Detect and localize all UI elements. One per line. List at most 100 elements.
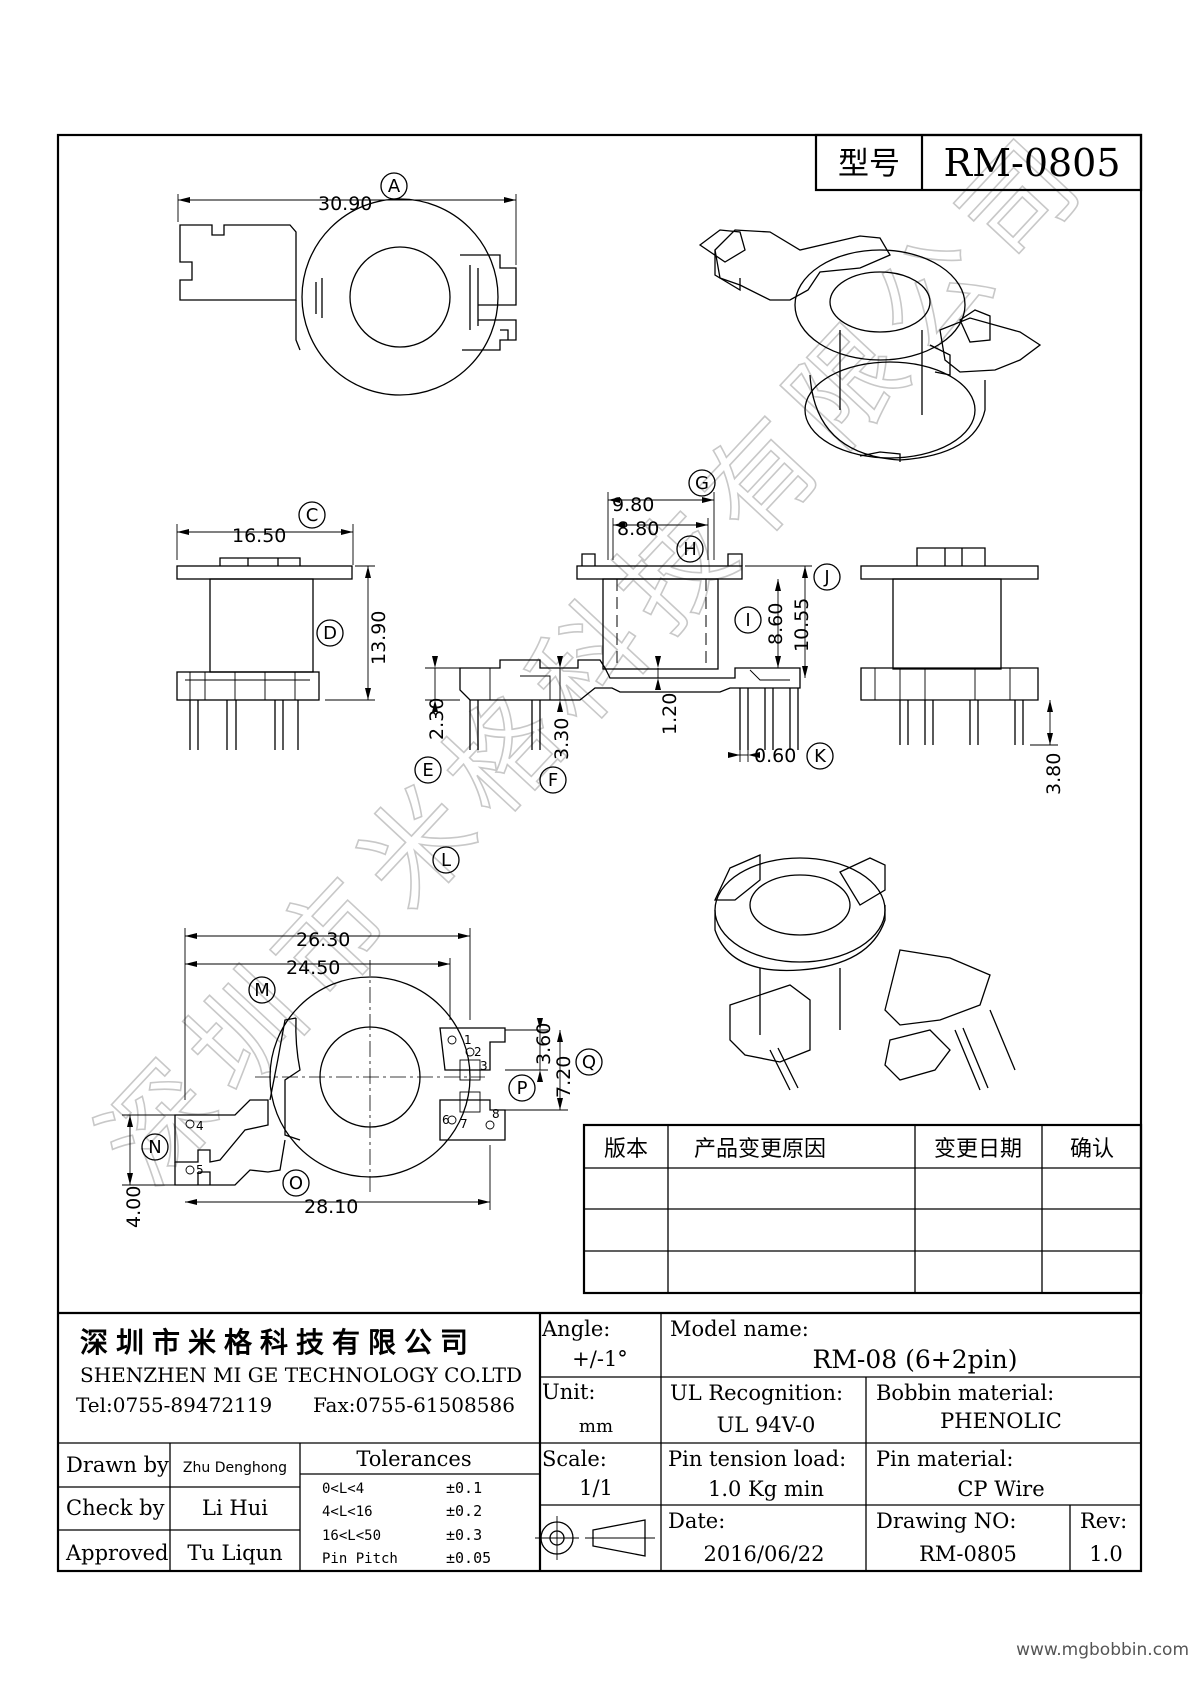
title-box-label: 型号 [838,146,900,182]
tolerance-range-2: 4<L<16 [322,1504,373,1520]
ul-value: UL 94V-0 [717,1413,816,1437]
dim-H-value: 8.80 [617,518,659,540]
angle-label: Angle: [541,1317,610,1341]
dim-I-letter: I [745,610,750,631]
dim-M-letter: M [254,980,270,1001]
pin-material-value: CP Wire [957,1477,1044,1501]
title-block: 深圳市米格科技有限公司 SHENZHEN MI GE TECHNOLOGY CO… [58,1311,1141,1571]
pin-number-6: 6 [442,1113,450,1127]
title-box-value: RM-0805 [943,141,1120,185]
dim-P-letter: P [517,1078,528,1099]
dim-L-value: 26.30 [296,929,350,951]
title-box: 型号 RM-0805 [814,133,1143,192]
dim-J-value: 10.55 [791,598,813,652]
pin-number-5: 5 [196,1163,204,1177]
dim-K-letter: K [814,746,827,767]
watermark: 深圳市米格科技有限公司 [75,106,1115,1209]
pin-tension-label: Pin tension load: [668,1447,846,1471]
dim-G-value: 9.80 [612,494,654,516]
pin-number-2: 2 [474,1045,482,1059]
side-view-right: 3.80 [860,547,1065,795]
scale-label: Scale: [542,1447,607,1471]
approved-label: Approved [65,1541,168,1565]
dim-E-value: 2.30 [426,698,448,740]
footer-url: www.mgbobbin.com [1016,1640,1189,1660]
angle-value: +/-1° [572,1347,628,1371]
dim-H-letter: H [683,539,697,560]
revision-header-version: 版本 [604,1137,648,1162]
drawn-by-value: Zhu Denghong [183,1460,287,1476]
rev-value: 1.0 [1089,1542,1122,1566]
pin-number-4: 4 [196,1119,204,1133]
approved-value: Tu Liqun [187,1541,282,1565]
side-view-left: 16.50 C 13.90 D [176,501,390,750]
dim-G-letter: G [695,473,709,494]
rev-label: Rev: [1080,1509,1127,1533]
scale-value: 1/1 [579,1476,613,1500]
dim-E-letter: E [422,760,433,781]
pin-number-1: 1 [464,1033,472,1047]
unit-value: mm [579,1416,613,1437]
dim-A-value: 30.90 [318,193,372,215]
dim-K-value: 0.60 [754,745,796,767]
pin-material-label: Pin material: [876,1447,1013,1471]
dim-N-value: 4.00 [123,1186,145,1228]
isometric-view-top [698,229,1042,462]
dim-P-value: 3.60 [533,1023,555,1065]
pin-number-8: 8 [492,1107,500,1121]
bobbin-material-value: PHENOLIC [940,1409,1062,1433]
tolerance-value-1: ±0.1 [446,1479,482,1497]
bottom-view: L 26.30 24.50 M 4 5 1 2 [122,846,603,1228]
check-by-value: Li Hui [202,1496,268,1520]
dim-C-letter: C [306,505,319,526]
dim-O-letter: O [289,1173,303,1194]
dim-Q-value: 7.20 [553,1056,575,1098]
company-name-cn: 深圳市米格科技有限公司 [80,1326,476,1359]
projection-symbol [535,1516,655,1560]
revision-header-reason: 产品变更原因 [694,1137,826,1162]
dim-F-value: 3.30 [551,718,573,760]
model-name-value: RM-08 (6+2pin) [813,1345,1018,1374]
dim-N-letter: N [148,1137,161,1158]
dim-M-value: 24.50 [286,957,340,979]
date-label: Date: [668,1509,725,1533]
drawing-no-value: RM-0805 [919,1542,1017,1566]
dim-I-value: 8.60 [765,603,787,645]
unit-label: Unit: [542,1380,595,1404]
pin-number-3: 3 [480,1059,488,1073]
dim-Q-letter: Q [582,1052,596,1073]
dim-F-letter: F [548,770,558,791]
check-by-label: Check by [66,1496,165,1520]
top-view: 30.90 A [177,172,517,396]
company-fax: Fax:0755-61508586 [313,1393,515,1417]
watermark-text: 深圳市米格科技有限公司 [75,107,1114,1208]
drawing-no-label: Drawing NO: [876,1509,1016,1533]
front-view: 9.80 G 8.80 H 2.30 E 3.30 F [414,469,841,794]
sheet-border [56,133,1143,1573]
dim-D-value: 13.90 [368,611,390,665]
tolerance-value-4: ±0.05 [446,1549,491,1567]
ul-label: UL Recognition: [670,1381,843,1405]
bobbin-material-label: Bobbin material: [876,1381,1054,1405]
tolerance-value-2: ±0.2 [446,1502,482,1520]
pin-tension-value: 1.0 Kg min [708,1477,824,1501]
tolerance-range-3: 16<L<50 [322,1528,381,1544]
dim-C-value: 16.50 [232,525,286,547]
pin-number-7: 7 [460,1117,468,1131]
tolerance-value-3: ±0.3 [446,1526,482,1544]
revision-header-confirm: 确认 [1070,1137,1114,1162]
revision-header-date: 变更日期 [934,1137,1022,1162]
revision-table: 版本 产品变更原因 变更日期 确认 [582,1123,1143,1295]
dim-L-letter: L [441,850,451,871]
isometric-view-bottom [713,854,1016,1091]
dim-O-value: 28.10 [304,1196,358,1218]
company-tel: Tel:0755-89472119 [76,1393,272,1417]
dim-A-letter: A [388,176,401,197]
company-name-en: SHENZHEN MI GE TECHNOLOGY CO.LTD [80,1363,522,1387]
dim-J-letter: J [823,567,829,588]
dim-right-value: 3.80 [1043,753,1065,795]
tolerance-range-1: 0<L<4 [322,1481,364,1497]
tolerances-title: Tolerances [356,1447,471,1471]
date-value: 2016/06/22 [703,1542,824,1566]
